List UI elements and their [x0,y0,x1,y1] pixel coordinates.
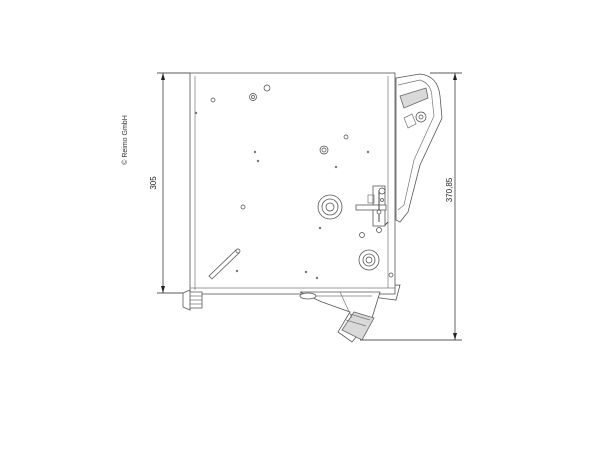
height-label: 305 [149,176,158,190]
plate-holes [194,84,394,280]
bottom-left-elbow [182,289,203,311]
lower-boss [358,232,380,271]
lever [208,248,241,280]
height-dimension: 305 [149,72,190,294]
central-boss [317,194,343,220]
total-height-label: 370,85 [445,177,454,202]
total-height-dimension: 370,85 [360,72,462,341]
hinge-arm [395,73,443,223]
bottom-right-tube [299,291,381,343]
latch-mechanism [355,185,389,233]
copyright-text: © Reimo GmbH [121,115,129,165]
